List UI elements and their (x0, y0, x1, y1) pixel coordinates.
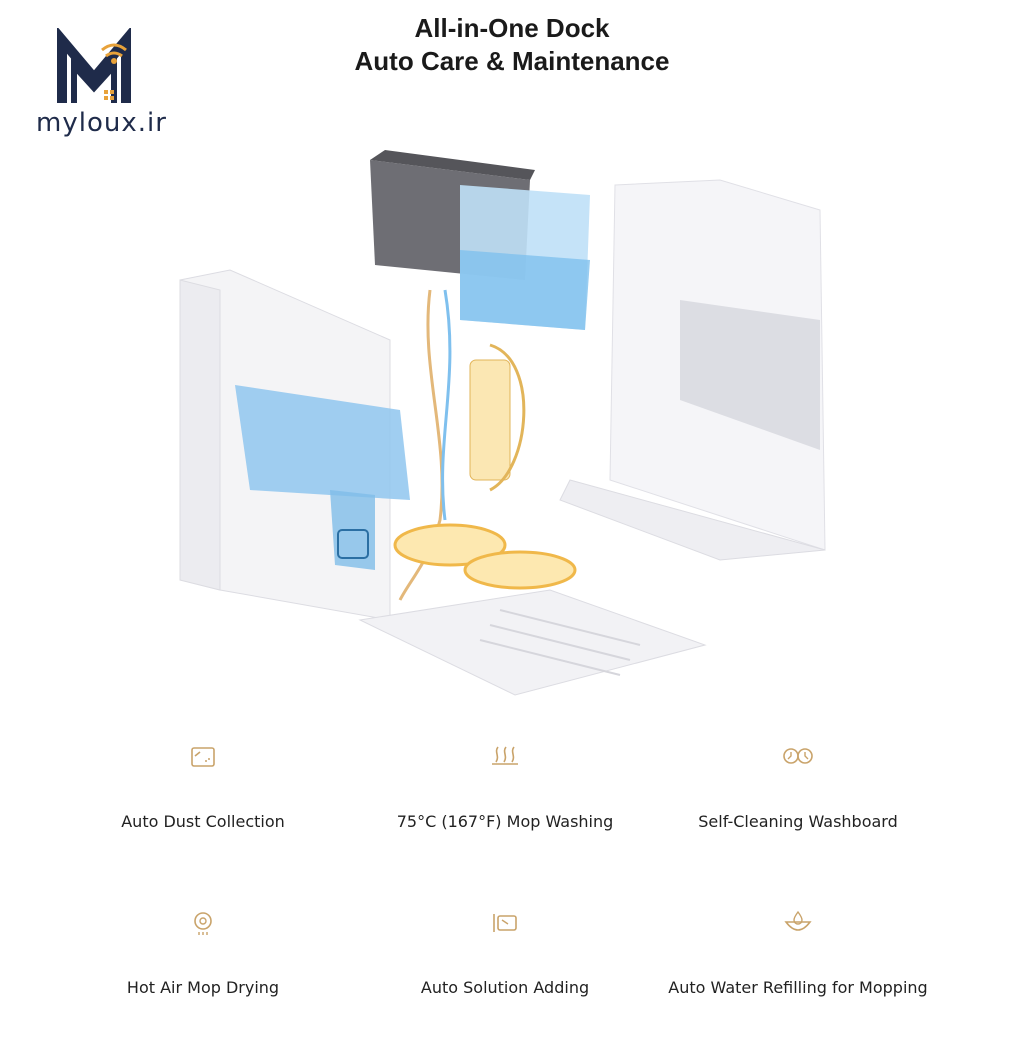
feature-hot-air-drying: Hot Air Mop Drying (53, 908, 353, 997)
heater-module (469, 343, 526, 492)
feature-label: Self-Cleaning Washboard (698, 812, 898, 831)
feature-auto-dust-collection: Auto Dust Collection (53, 742, 353, 831)
feature-label: Auto Dust Collection (121, 812, 285, 831)
heated-mops (393, 523, 577, 590)
feature-label: Auto Solution Adding (420, 978, 590, 997)
title-line-1: All-in-One Dock (414, 13, 610, 43)
title-line-2: Auto Care & Maintenance (354, 46, 670, 76)
exploded-dock-illustration (179, 150, 826, 696)
dual-mop-icon (783, 748, 813, 764)
steam-icon (492, 746, 518, 765)
brand-name: myloux.ir (36, 108, 167, 138)
dust-bin-blue (235, 385, 410, 570)
hot-air-icon (194, 912, 212, 935)
right-dock-body (559, 179, 826, 561)
water-drop-icon (784, 910, 812, 931)
feature-auto-water-refilling: Auto Water Refilling for Mopping (648, 908, 948, 997)
feature-auto-solution: Auto Solution Adding (355, 908, 655, 997)
feature-self-cleaning-washboard: Self-Cleaning Washboard (648, 742, 948, 831)
feature-label: Hot Air Mop Drying (126, 978, 280, 997)
feature-label: 75°C (167°F) Mop Washing (396, 812, 614, 831)
feature-mop-washing: 75°C (167°F) Mop Washing (355, 742, 655, 831)
water-tank-blue (460, 185, 590, 330)
dust-bin-icon (191, 747, 215, 767)
solution-icon (493, 914, 517, 932)
feature-label: Auto Water Refilling for Mopping (668, 978, 928, 997)
base-washboard (358, 589, 707, 696)
brand-logo-icon (57, 28, 131, 103)
page-title: All-in-One Dock Auto Care & Maintenance (0, 12, 1024, 78)
